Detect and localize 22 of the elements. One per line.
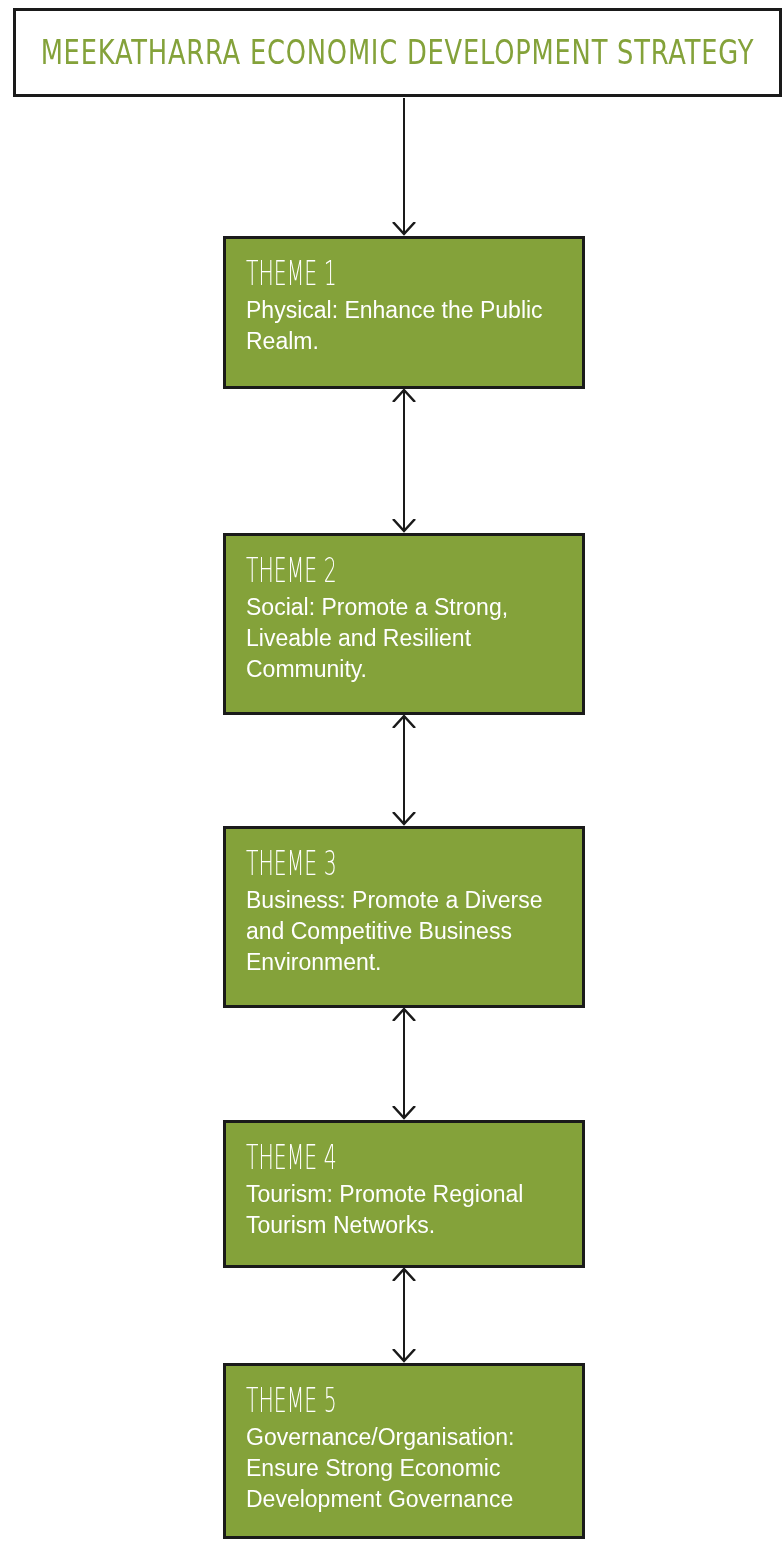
theme-box — [223, 826, 585, 1008]
arrow — [391, 1007, 417, 1120]
theme-heading: THEME 3 — [246, 843, 337, 883]
arrow — [391, 714, 417, 826]
arrow — [391, 1267, 417, 1363]
theme-description: Tourism: Promote Regional Tourism Networks. — [246, 1180, 525, 1240]
theme-heading: THEME 5 — [246, 1380, 337, 1420]
theme-box — [223, 1363, 585, 1539]
theme-box — [223, 1120, 585, 1268]
theme-description: Business: Promote a Diverse and Competitive Business Environment. — [246, 886, 544, 977]
theme-heading: THEME 4 — [246, 1137, 337, 1177]
strategy-label: MEEKATHARRA ECONOMIC DEVELOPMENT STRATEGY — [40, 33, 755, 72]
theme-description: Physical: Enhance the Public Realm. — [246, 296, 544, 356]
arrow — [391, 388, 417, 533]
theme-box — [223, 236, 585, 389]
title-box — [13, 8, 782, 97]
theme-box — [223, 533, 585, 715]
theme-description: Social: Promote a Strong, Liveable and Resilient Community. — [246, 593, 510, 684]
arrow — [391, 97, 417, 236]
theme-heading: THEME 1 — [246, 253, 337, 293]
theme-heading: THEME 2 — [246, 550, 337, 590]
theme-description: Governance/Organisation: Ensure Strong Economic Development Governance — [246, 1423, 516, 1514]
